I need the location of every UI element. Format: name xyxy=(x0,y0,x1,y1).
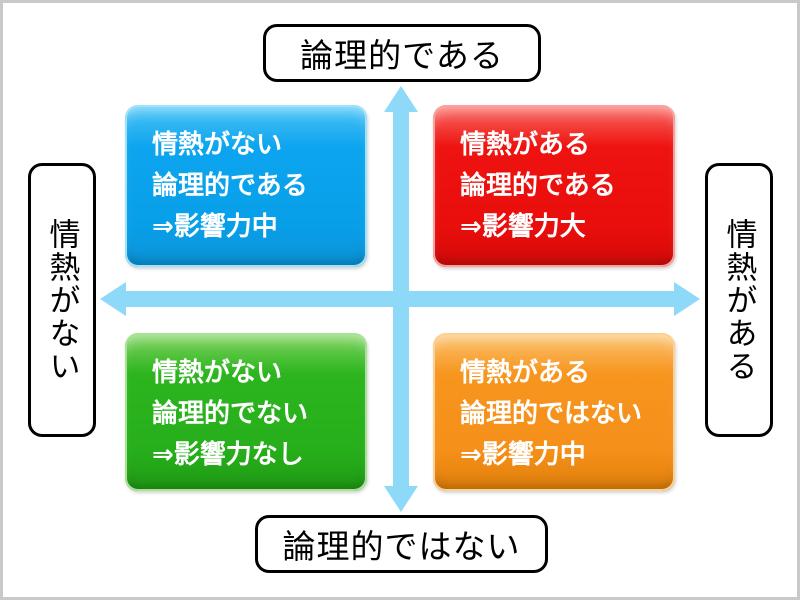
quadrant-line: ⇒影響力中 xyxy=(460,439,586,469)
quadrant-line: 論理的でない xyxy=(152,398,309,428)
vertical-axis-arrow-shaft xyxy=(393,109,409,489)
quadrant-line: ⇒影響力大 xyxy=(460,211,586,241)
arrow-left-icon xyxy=(100,282,126,316)
axis-label-right: 情熱がある xyxy=(705,163,773,437)
arrow-right-icon xyxy=(674,282,700,316)
axis-label-top: 論理的である xyxy=(263,24,541,82)
quadrant-line: ⇒影響力中 xyxy=(152,211,278,241)
quadrant-line: 情熱がある xyxy=(460,357,591,387)
quadrant-top-left: 情熱がない 論理的である ⇒影響力中 xyxy=(125,105,367,267)
quadrant-line: 論理的ではない xyxy=(460,398,643,428)
quadrant-line: 情熱がある xyxy=(460,129,591,159)
quadrant-bottom-right: 情熱がある 論理的ではない ⇒影響力中 xyxy=(433,333,675,491)
axis-label-left: 情熱がない xyxy=(28,163,96,437)
quadrant-line: 論理的である xyxy=(460,170,616,200)
quadrant-line: ⇒影響力なし xyxy=(152,439,304,469)
arrow-down-icon xyxy=(384,486,418,512)
axis-label-bottom: 論理的ではない xyxy=(255,515,548,573)
quadrant-line: 情熱がない xyxy=(152,129,283,159)
quadrant-line: 論理的である xyxy=(152,170,308,200)
quadrant-bottom-left: 情熱がない 論理的でない ⇒影響力なし xyxy=(125,333,367,491)
arrow-up-icon xyxy=(384,86,418,112)
quadrant-line: 情熱がない xyxy=(152,357,283,387)
quadrant-top-right: 情熱がある 論理的である ⇒影響力大 xyxy=(433,105,675,267)
